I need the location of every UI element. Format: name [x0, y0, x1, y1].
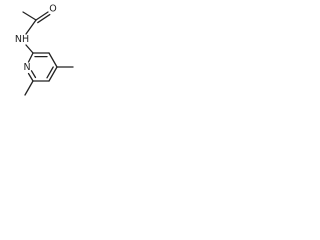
bond-ring-c3-c4 — [48, 52, 58, 68]
bond-ring-c6-methyl — [24, 80, 34, 96]
bond-ring-c4-c5-inner — [46, 66, 54, 79]
molecule-structure-diagram: O NH N — [15, 4, 74, 96]
bond-carbonyl-oxygen-2 — [37, 13, 51, 24]
bond-amide-nitrogen-ring — [25, 44, 34, 54]
bond-methyl-carbonyl — [22, 11, 37, 21]
amide-nitrogen-label: NH — [15, 34, 29, 45]
ring-nitrogen-label: N — [23, 62, 30, 73]
oxygen-atom-label: O — [49, 4, 56, 15]
bond-ring-c6-n1 — [27, 72, 34, 82]
bond-ring-c6-n1-inner — [30, 70, 37, 79]
bond-ring-n1-c2 — [27, 52, 34, 63]
bond-carbonyl-amide-nitrogen — [25, 19, 37, 35]
bond-ring-c4-c5-outer — [48, 66, 58, 82]
bond-carbonyl-oxygen-1 — [35, 11, 49, 21]
